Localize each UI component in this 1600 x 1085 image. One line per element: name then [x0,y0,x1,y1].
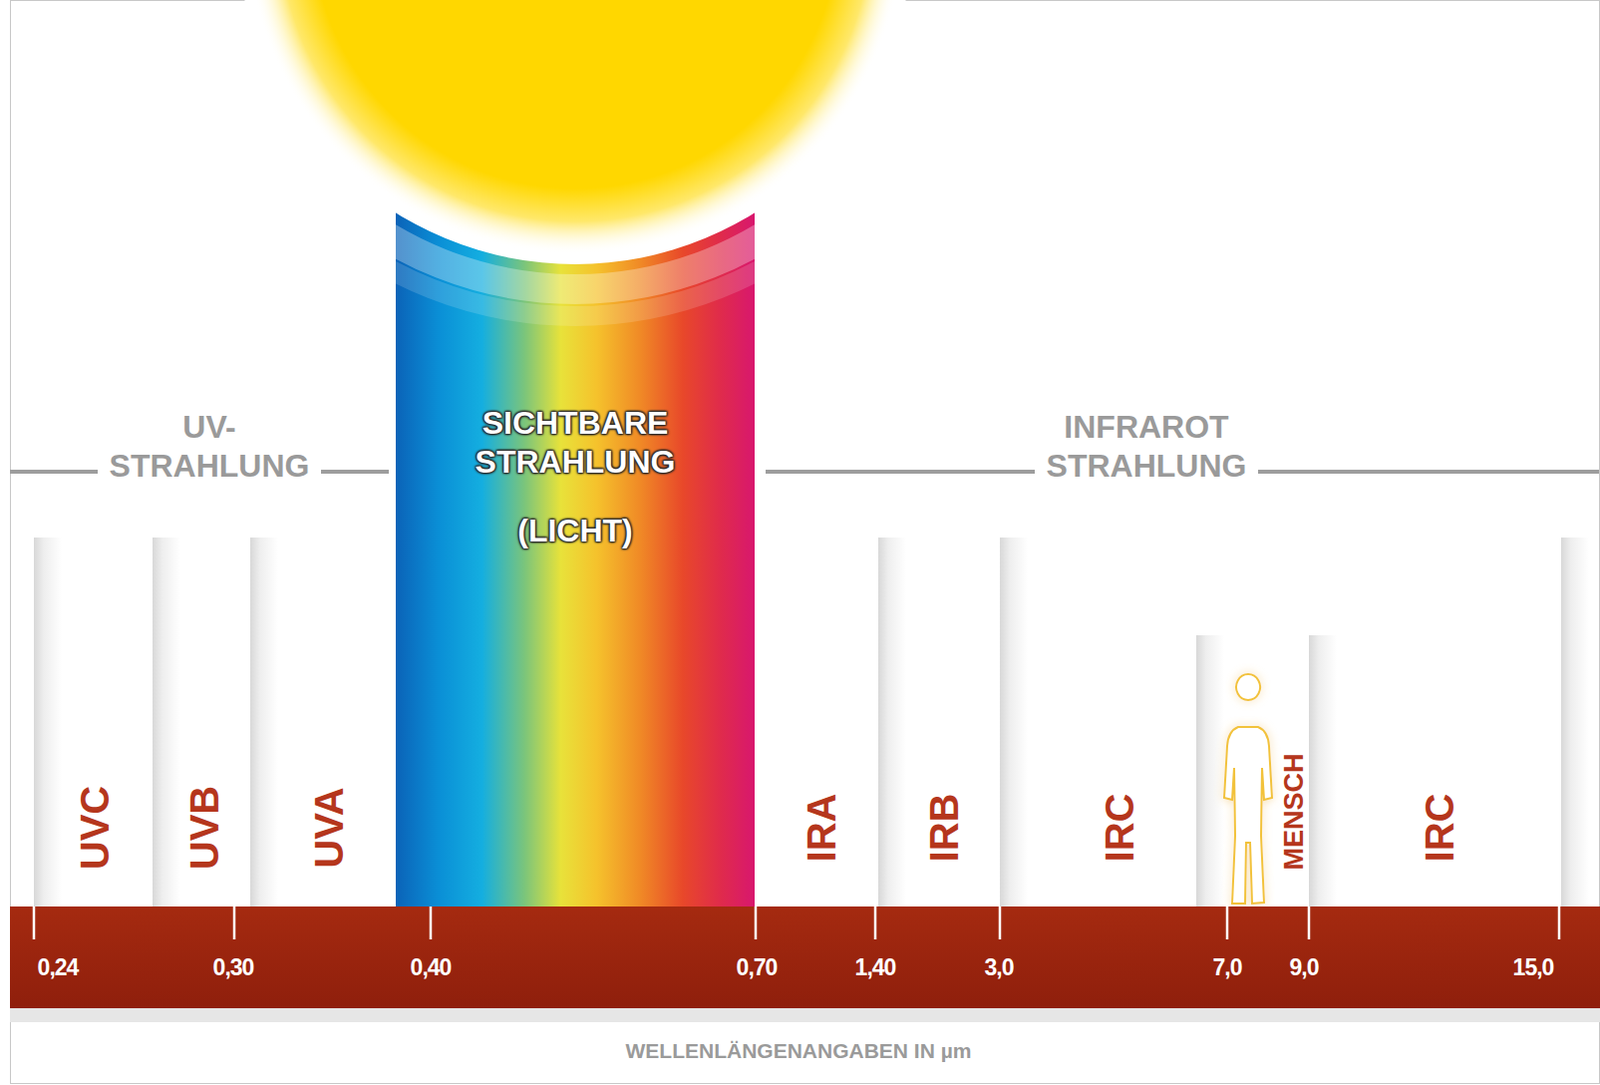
axis-tick [233,906,237,940]
wavelength-value: 3,0 [984,953,1014,981]
band-label: IRC [1095,793,1145,863]
axis-tick [1307,906,1311,940]
band-label: IRB [920,793,969,863]
axis-tick [754,906,758,940]
human-label: MENSCH [1278,752,1311,870]
band-separator [250,537,279,907]
axis-tick [1226,906,1230,940]
region-heading: UV- STRAHLUNG [94,407,324,486]
wavelength-value: 1,40 [855,953,897,981]
band-separator [878,537,907,907]
wavelength-value: 0,70 [736,953,778,981]
band-subheading: (LICHT) [450,511,700,551]
band-separator [1196,635,1225,907]
band-heading: SICHTBARE STRAHLUNG [450,403,700,482]
band-separator [1308,635,1337,907]
wavelength-value: 15,0 [1513,953,1555,981]
band-label: UVA [305,786,354,868]
wavelength-value: 9,0 [1289,953,1319,981]
visible-band: SICHTBARE STRAHLUNG (LICHT) [395,214,755,907]
axis-caption: WELLENLÄNGENANGABEN IN µm [626,1037,972,1064]
axis-tick [429,906,433,940]
wavelength-value: 7,0 [1213,953,1243,981]
region-heading: INFRAROT STRAHLUNG [1031,407,1262,486]
axis-tick [32,906,36,940]
band-separator [999,537,1028,907]
axis-tick [874,906,878,940]
band-label: UVC [70,785,120,870]
axis-tick [998,906,1002,940]
wavelength-value: 0,40 [410,953,452,981]
band-separator [1561,537,1590,907]
axis-tick [1558,906,1562,940]
band-label: IRA [797,793,847,863]
band-separator [33,537,62,907]
wavelength-value: 0,30 [213,953,255,981]
band-label: IRC [1415,793,1465,863]
band-separator [152,537,181,907]
wavelength-value: 0,24 [37,953,79,981]
band-label: UVB [180,785,230,870]
